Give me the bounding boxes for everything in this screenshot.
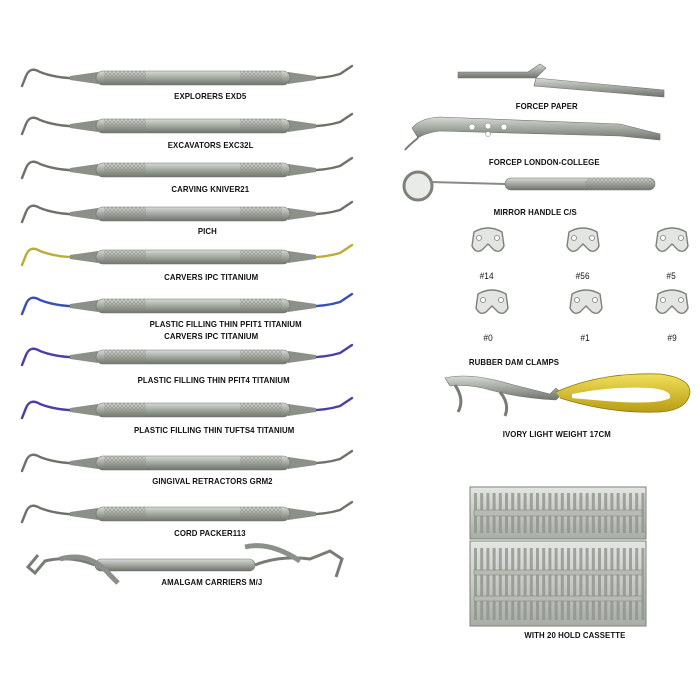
label-clamp-5: #5 [666, 271, 676, 281]
clamp-4 [475, 289, 509, 315]
label-cassette: WITH 20 HOLD CASSETTE [524, 630, 626, 640]
label-instrument-5: CARVERS IPC TITANIUM [164, 272, 259, 282]
label-instrument-7: PLASTIC FILLING THIN PFIT4 TITANIUM [137, 375, 290, 385]
rubber-dam-clamps [471, 227, 689, 315]
clamp-6 [655, 289, 689, 315]
instrument-1 [20, 64, 354, 88]
instrument-10 [20, 500, 354, 524]
clamp-5 [569, 289, 603, 315]
label-ivory: IVORY LIGHT WEIGHT 17CM [502, 429, 611, 439]
cassette-image [469, 486, 647, 627]
clamp-2 [566, 227, 600, 253]
ivory-forcep-image [444, 373, 691, 417]
forcep-london-college-image [404, 116, 661, 151]
instrument-6 [20, 292, 354, 316]
instrument-11 [25, 543, 344, 585]
forcep-paper-image [457, 63, 665, 98]
label-clamp-9: #9 [667, 333, 677, 343]
label-instrument-10: CORD PACKER113 [174, 528, 246, 538]
instrument-3 [20, 156, 354, 180]
label-instrument-6: PLASTIC FILLING THIN PFIT1 TITANIUM [149, 319, 302, 329]
label-clamp-14: #14 [479, 271, 494, 281]
instrument-4 [20, 200, 354, 224]
label-instrument-1: EXPLORERS EXD5 [174, 91, 247, 101]
label-mirror-handle: MIRROR HANDLE C/S [493, 207, 577, 217]
label-instrument-2: EXCAVATORS EXC32L [167, 140, 254, 150]
label-forcep-london-college: FORCEP LONDON-COLLEGE [488, 157, 600, 167]
label-forcep-paper: FORCEP PAPER [515, 101, 578, 111]
label-instrument-11: AMALGAM CARRIERS M/J [160, 577, 262, 587]
instrument-9 [20, 449, 354, 473]
label-clamp-1: #1 [580, 333, 590, 343]
instrument-2 [20, 112, 354, 136]
instrument-8 [20, 396, 354, 420]
clamp-1 [471, 227, 505, 253]
sublabel-instrument-6: CARVERS IPC TITANIUM [164, 331, 259, 341]
label-clamp-56: #56 [575, 271, 590, 281]
mirror-handle-image [402, 170, 656, 202]
label-instrument-3: CARVING KNIVER21 [171, 184, 250, 194]
instrument-7 [20, 343, 354, 367]
left-instruments [20, 64, 354, 585]
label-clamp-0: #0 [483, 333, 493, 343]
label-instrument-8: PLASTIC FILLING THIN TUFTS4 TITANIUM [133, 425, 295, 435]
label-instrument-4: PICH [198, 226, 218, 236]
label-instrument-9: GINGIVAL RETRACTORS GRM2 [152, 476, 273, 486]
clamp-3 [655, 227, 689, 253]
instrument-5 [20, 243, 354, 267]
label-rubber-dam-clamps: RUBBER DAM CLAMPS [468, 357, 560, 367]
